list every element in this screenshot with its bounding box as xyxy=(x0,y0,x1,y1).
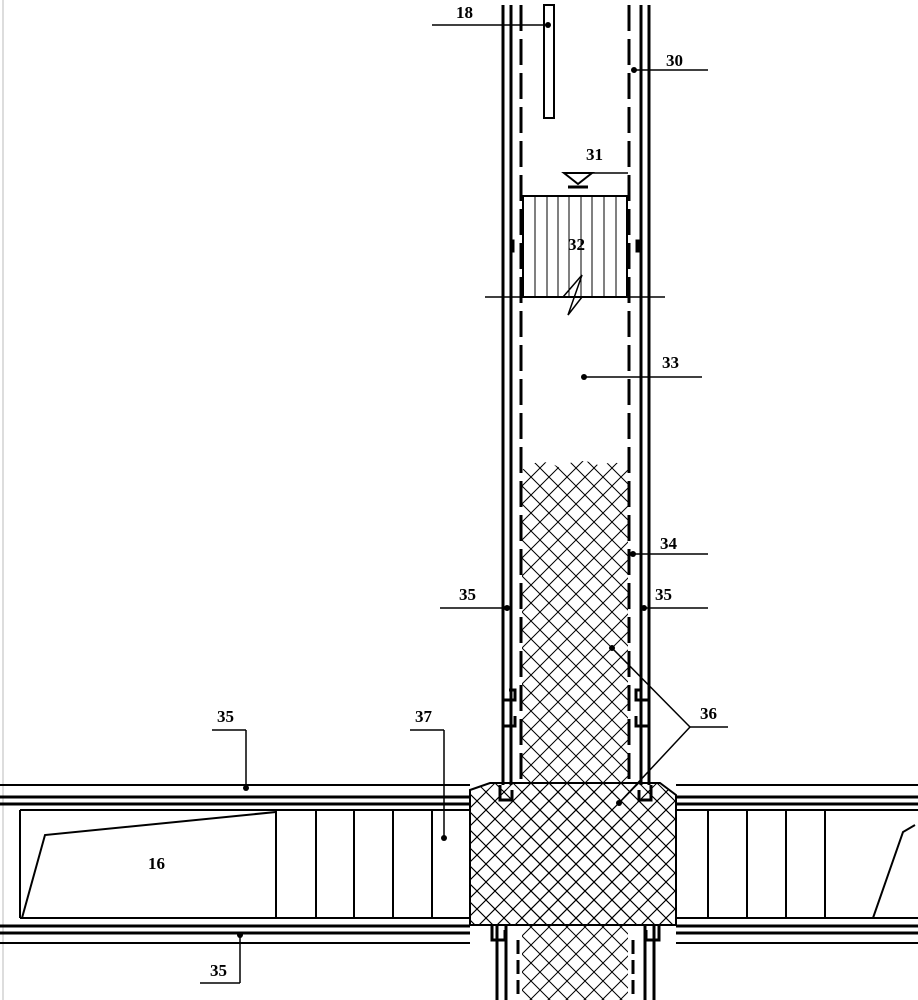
shaft-walls xyxy=(495,5,656,1000)
studs-37 xyxy=(275,810,826,918)
water-level-symbol xyxy=(561,172,628,189)
label-35-shaft-right: 35 xyxy=(655,585,672,604)
label-35-shaft-left: 35 xyxy=(459,585,476,604)
label-32: 32 xyxy=(568,235,585,254)
label-31: 31 xyxy=(586,145,603,164)
hatched-block-32 xyxy=(485,195,665,316)
label-36: 36 xyxy=(700,704,717,723)
joint-block xyxy=(469,782,677,926)
leader-dots xyxy=(237,22,647,938)
label-34: 34 xyxy=(660,534,678,553)
rod-18 xyxy=(543,4,555,119)
label-30: 30 xyxy=(666,51,683,70)
label-16: 16 xyxy=(148,854,165,873)
label-35-slab-top: 35 xyxy=(217,707,234,726)
leader-lines xyxy=(200,24,728,984)
label-37: 37 xyxy=(415,707,433,726)
slab xyxy=(0,784,918,944)
joint-connectors xyxy=(490,685,661,942)
label-18: 18 xyxy=(456,3,473,22)
label-33: 33 xyxy=(662,353,679,372)
label-35-slab-bottom: 35 xyxy=(210,961,227,980)
